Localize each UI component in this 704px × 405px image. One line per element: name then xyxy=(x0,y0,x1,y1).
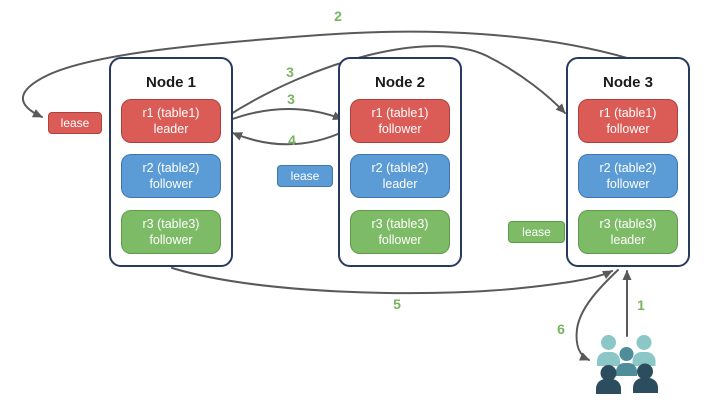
lease-badge-red: lease xyxy=(48,112,102,134)
node-3-replica-r3: r3 (table3) leader xyxy=(578,210,678,254)
node-1-title: Node 1 xyxy=(145,73,196,91)
node-2-box: Node 2 r1 (table1) follower r2 (table2) … xyxy=(338,57,462,267)
lease-badge-blue: lease xyxy=(277,165,333,187)
step-label-6: 6 xyxy=(557,321,565,337)
replica-role: follower xyxy=(149,177,193,191)
node-3-box: Node 3 r1 (table1) follower r2 (table2) … xyxy=(566,57,690,267)
node-2-replica-r2: r2 (table2) leader xyxy=(350,154,450,198)
replica-name: r2 (table2) xyxy=(371,160,429,175)
replica-role: leader xyxy=(610,233,646,247)
node-1-replica-r2: r2 (table2) follower xyxy=(121,154,221,198)
node-2-title: Node 2 xyxy=(374,73,425,91)
node-3-replica-r2: r2 (table2) follower xyxy=(578,154,678,198)
replica-role: follower xyxy=(378,233,422,247)
replica-name: r1 (table1) xyxy=(142,105,200,120)
replica-role: follower xyxy=(149,233,193,247)
node-1-replica-r3: r3 (table3) follower xyxy=(121,210,221,254)
replica-role: follower xyxy=(378,122,422,136)
replica-name: r3 (table3) xyxy=(371,216,429,231)
replica-name: r1 (table1) xyxy=(599,105,657,120)
users-middle xyxy=(616,347,637,376)
arrow-step-3-to-node2 xyxy=(226,108,343,122)
step-label-5: 5 xyxy=(393,296,401,312)
users-back-row xyxy=(597,335,656,366)
step-label-2: 2 xyxy=(334,8,342,24)
replica-role: leader xyxy=(382,177,418,191)
node-2-replica-r1: r1 (table1) follower xyxy=(350,99,450,143)
lease-badge-green: lease xyxy=(508,221,565,243)
node-2-replica-r3: r3 (table3) follower xyxy=(350,210,450,254)
node-3-replica-r1: r1 (table1) follower xyxy=(578,99,678,143)
replica-name: r2 (table2) xyxy=(142,160,200,175)
step-label-3b: 3 xyxy=(287,91,295,107)
replica-role: leader xyxy=(153,122,189,136)
replica-name: r1 (table1) xyxy=(371,105,429,120)
users-icon xyxy=(596,335,658,394)
step-label-3a: 3 xyxy=(286,64,294,80)
replica-name: r3 (table3) xyxy=(599,216,657,231)
replica-name: r2 (table2) xyxy=(599,160,657,175)
step-label-1: 1 xyxy=(637,297,645,313)
replica-role: follower xyxy=(606,122,650,136)
node-1-replica-r1: r1 (table1) leader xyxy=(121,99,221,143)
replica-role: follower xyxy=(606,177,650,191)
users-front-row xyxy=(596,363,658,394)
arrow-step-5 xyxy=(171,267,613,295)
replica-name: r3 (table3) xyxy=(142,216,200,231)
node-3-title: Node 3 xyxy=(602,73,653,91)
node-1-box: Node 1 r1 (table1) leader r2 (table2) fo… xyxy=(109,57,233,267)
step-label-4: 4 xyxy=(288,132,296,148)
